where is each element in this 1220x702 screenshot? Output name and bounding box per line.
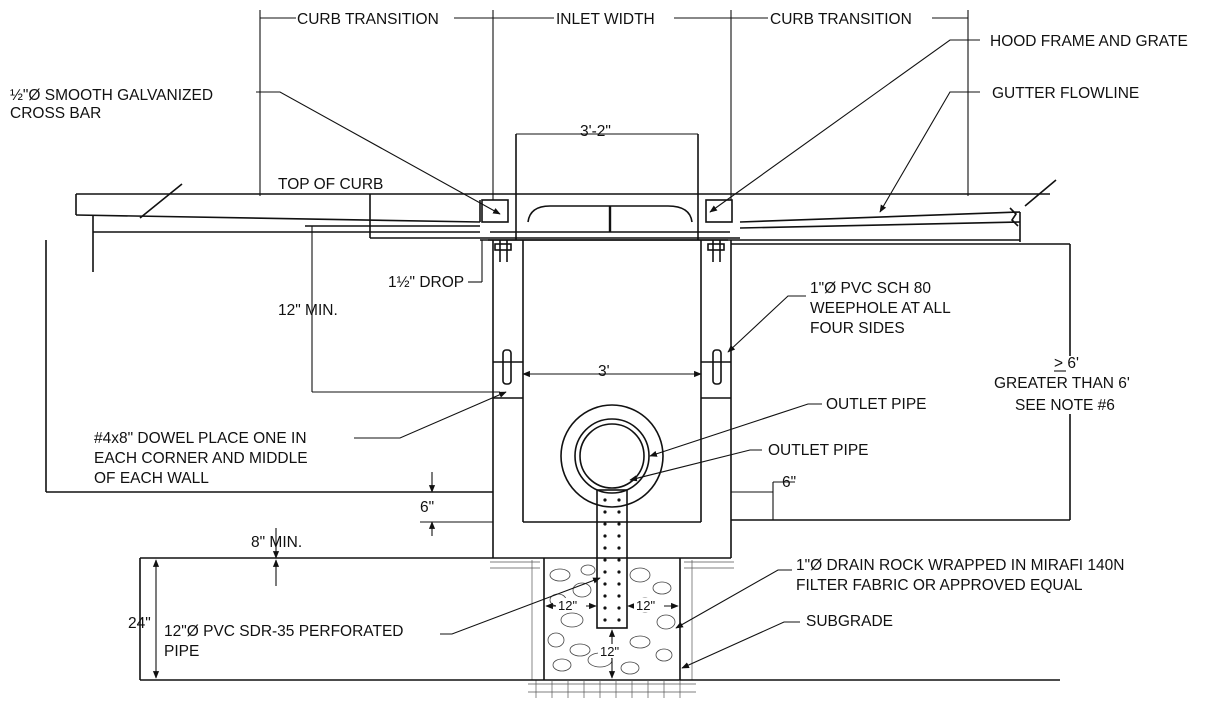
drain-rock-trench <box>490 489 734 698</box>
label-perf-pipe-1: 12"Ø PVC SDR-35 PERFORATED <box>164 623 404 640</box>
label-12-left: 12" <box>558 598 577 613</box>
label-dowel-1: #4x8" DOWEL PLACE ONE IN <box>94 430 307 447</box>
curb-and-gutter-surface <box>75 179 1057 272</box>
label-12-right: 12" <box>636 598 655 613</box>
label-12-bottom: 12" <box>600 644 619 659</box>
label-subgrade: SUBGRADE <box>806 613 893 630</box>
label-3: 3' <box>598 363 610 380</box>
label-6-left: 6" <box>420 499 434 516</box>
label-weephole-1: 1"Ø PVC SCH 80 <box>810 280 931 297</box>
label-gutter-flowline: GUTTER FLOWLINE <box>992 85 1139 102</box>
label-hood-frame-grate: HOOD FRAME AND GRATE <box>990 33 1188 50</box>
label-dowel-3: OF EACH WALL <box>94 470 209 487</box>
label-3-2: 3'-2" <box>580 123 611 140</box>
label-perf-pipe-2: PIPE <box>164 643 199 660</box>
leader-lines <box>256 39 980 669</box>
label-6-right: 6" <box>782 474 796 491</box>
label-weephole-2: WEEPHOLE AT ALL <box>810 300 951 317</box>
label-see-note-6: SEE NOTE #6 <box>1015 397 1115 414</box>
label-curb-transition-left: CURB TRANSITION <box>297 11 439 28</box>
inlet-box <box>492 240 732 559</box>
label-8-min: 8" MIN. <box>251 534 302 551</box>
label-drain-rock-1: 1"Ø DRAIN ROCK WRAPPED IN MIRAFI 140N <box>796 557 1124 574</box>
label-weephole-3: FOUR SIDES <box>810 320 905 337</box>
label-cross-bar-2: CROSS BAR <box>10 105 101 122</box>
right-dimensions <box>731 243 1156 521</box>
label-gt-6: > 6' <box>1054 355 1079 372</box>
label-top-of-curb: TOP OF CURB <box>278 176 383 193</box>
top-dimension-string <box>259 8 969 200</box>
label-drain-rock-2: FILTER FABRIC OR APPROVED EQUAL <box>796 577 1083 594</box>
label-curb-transition-right: CURB TRANSITION <box>770 11 912 28</box>
label-inlet-width: INLET WIDTH <box>556 11 655 28</box>
label-drop: 1½" DROP <box>388 274 464 291</box>
label-12-min: 12" MIN. <box>278 302 338 319</box>
label-dowel-2: EACH CORNER AND MIDDLE <box>94 450 308 467</box>
label-outlet-pipe-2: OUTLET PIPE <box>768 442 869 459</box>
label-cross-bar-1: ½"Ø SMOOTH GALVANIZED <box>10 87 213 104</box>
label-24: 24" <box>128 615 151 632</box>
hood-frame-grate <box>481 133 733 262</box>
label-greater-than-6: GREATER THAN 6' <box>994 375 1130 392</box>
label-outlet-pipe-1: OUTLET PIPE <box>826 396 927 413</box>
left-dimensions <box>45 226 1060 681</box>
